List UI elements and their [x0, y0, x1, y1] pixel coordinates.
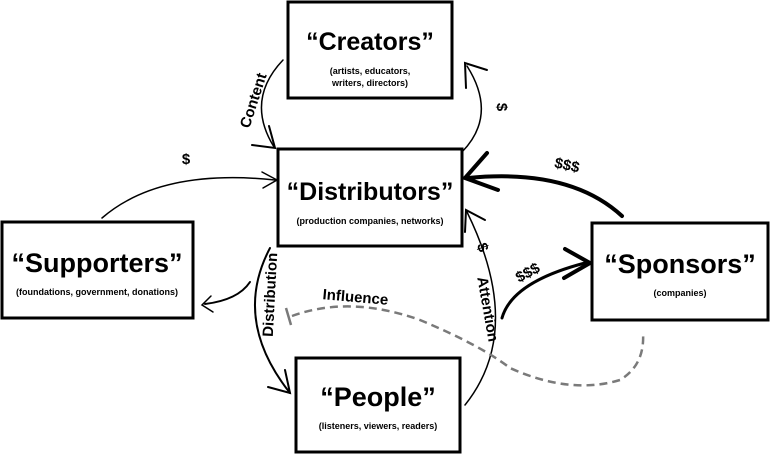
creators-title: “Creators”: [306, 28, 434, 56]
distributors-title: “Distributors”: [287, 178, 454, 206]
distributors-to-supporters-arrow: [200, 281, 251, 313]
sponsors-subtitle: (companies): [653, 288, 706, 298]
people-node: “People” (listeners, viewers, readers): [294, 356, 462, 454]
money-to-creators-arrow: [461, 61, 488, 153]
supporters-subtitle: (foundations, government, donations): [16, 287, 178, 297]
people-title: “People”: [320, 382, 436, 412]
supporters-title: “Supporters”: [11, 248, 182, 278]
influence-arrow: [284, 305, 645, 387]
supporters-money-arrow: [101, 171, 279, 219]
sponsors-money-label: $$$: [553, 155, 582, 177]
attention-money-label: $: [473, 241, 492, 255]
supporters-money-label: $: [182, 151, 191, 168]
creators-subtitle: (artists, educators,: [330, 66, 411, 76]
attention-arrow: [464, 208, 497, 406]
sponsors-node: “Sponsors” (companies): [590, 221, 770, 322]
distributors-node: “Distributors” (production companies, ne…: [276, 147, 464, 248]
money-to-sponsors-arrow: [500, 247, 595, 320]
people-subtitle: (listeners, viewers, readers): [319, 421, 438, 431]
distributors-subtitle: (production companies, networks): [296, 216, 443, 226]
creators-node: “Creators” (artists, educators, writers,…: [286, 0, 454, 100]
sponsors-money-arrow: [461, 151, 624, 218]
sponsors-title: “Sponsors”: [604, 249, 756, 279]
influence-label: Influence: [322, 286, 389, 309]
supporters-node: “Supporters” (foundations, government, d…: [0, 220, 195, 320]
content-arrow: [251, 59, 284, 150]
creators-money-label: $: [493, 103, 510, 112]
distribution-label: Distribution: [260, 252, 281, 337]
creators-subtitle-2: writers, directors): [331, 78, 408, 88]
content-label: Content: [237, 71, 271, 130]
people-to-sponsors-money-label: $$$: [513, 259, 544, 286]
distribution-arrow: [253, 247, 292, 395]
attention-label: Attention: [473, 275, 501, 343]
